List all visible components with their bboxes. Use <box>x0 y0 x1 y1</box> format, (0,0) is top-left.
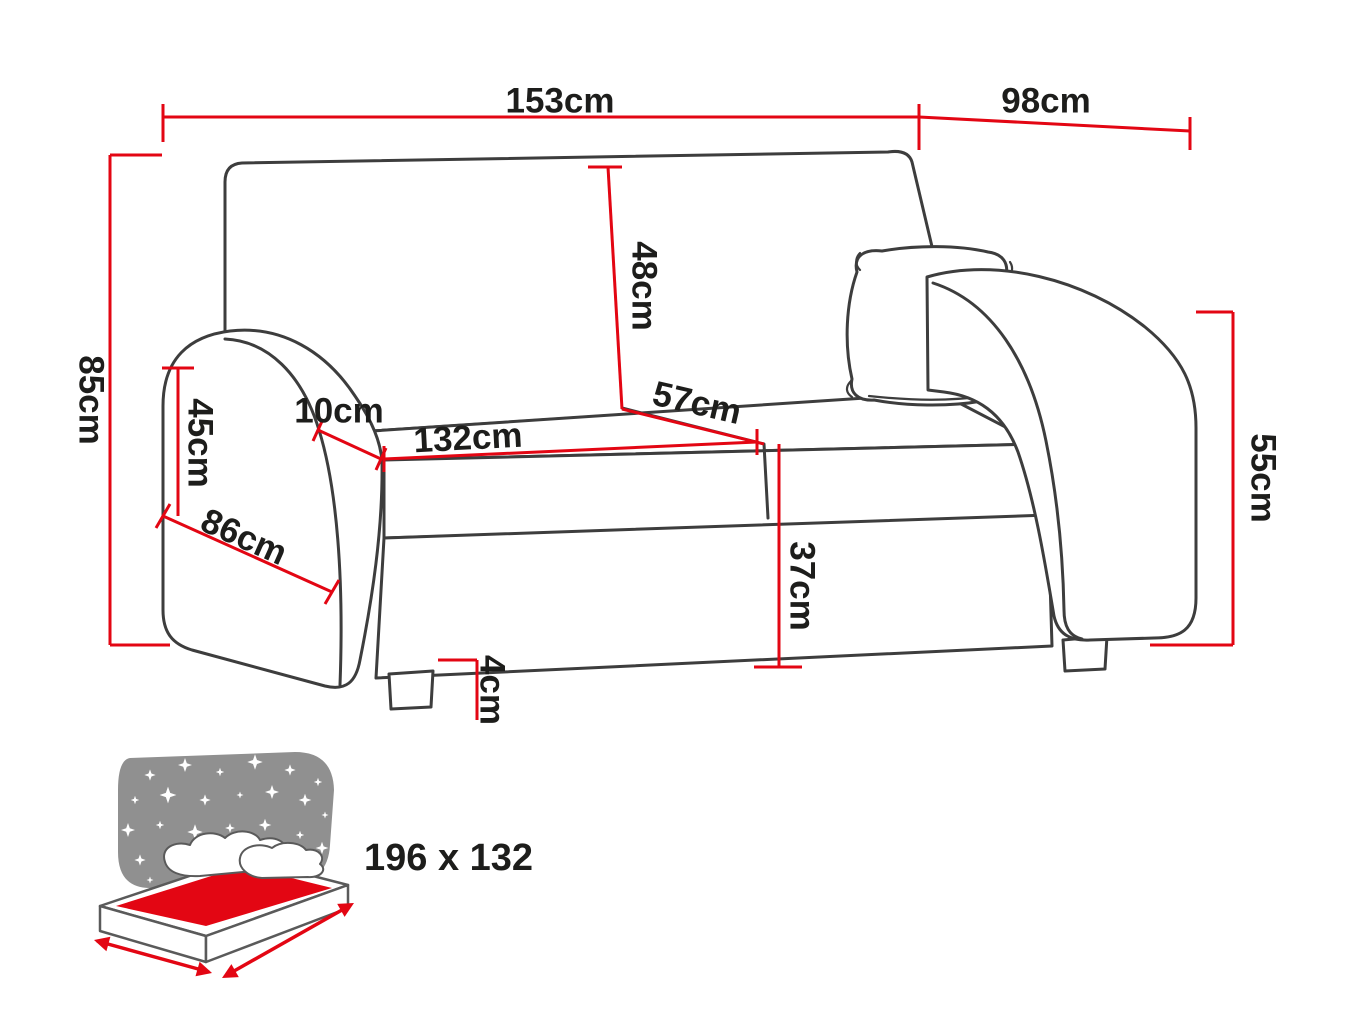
dim-line-total-width <box>161 104 921 150</box>
dim-line-armrest-depth <box>154 503 341 605</box>
dimension-lines <box>108 104 1235 720</box>
dim-line-seat-depth <box>621 407 765 446</box>
dim-line-seat-height <box>754 444 802 669</box>
bed-depth-arrow-icon <box>222 903 354 978</box>
mattress-top-red <box>116 866 332 926</box>
sofa-right-armrest <box>925 268 1198 642</box>
sleep-function-icon: 196 x 132 <box>94 752 533 978</box>
sleeping-area-label: 196 x 132 <box>364 837 533 879</box>
dim-line-total-depth <box>918 115 1192 150</box>
dim-label-total-height: 85cm <box>72 355 111 445</box>
dim-label-total-depth: 98cm <box>1001 82 1091 121</box>
dim-label-seat-height: 37cm <box>783 541 822 631</box>
dim-label-seat-width: 132cm <box>413 416 524 461</box>
dim-line-armrest-outer-height <box>1150 310 1235 647</box>
bed-size-arrows <box>94 903 354 978</box>
sofa-front-left-leg <box>387 669 435 711</box>
dim-label-backrest-height: 48cm <box>625 241 664 331</box>
sofa-drawing <box>161 150 1198 711</box>
dim-line-armrest-front-height <box>162 366 194 516</box>
blanket-icon <box>163 830 325 879</box>
dimension-labels: 153cm 98cm 85cm 55cm 45cm 86cm 10cm 132c… <box>72 82 1283 726</box>
dim-label-armrest-outer-height: 55cm <box>1244 433 1283 523</box>
dim-line-leg-height <box>438 658 479 720</box>
sofa-left-armrest-contour <box>223 337 343 687</box>
dim-line-backrest-height <box>588 165 624 410</box>
sofa-base-front <box>374 513 1054 680</box>
dim-label-leg-height: 4cm <box>473 655 512 725</box>
dim-label-total-width: 153cm <box>506 82 615 121</box>
dim-label-armrest-front-height: 45cm <box>181 398 220 488</box>
bed-width-arrow-icon <box>94 936 212 977</box>
dim-label-armrest-top-width: 10cm <box>294 392 384 431</box>
dim-line-total-height <box>108 153 170 647</box>
sofa-right-armrest-contour <box>931 281 1084 641</box>
mattress-icon <box>98 830 350 964</box>
